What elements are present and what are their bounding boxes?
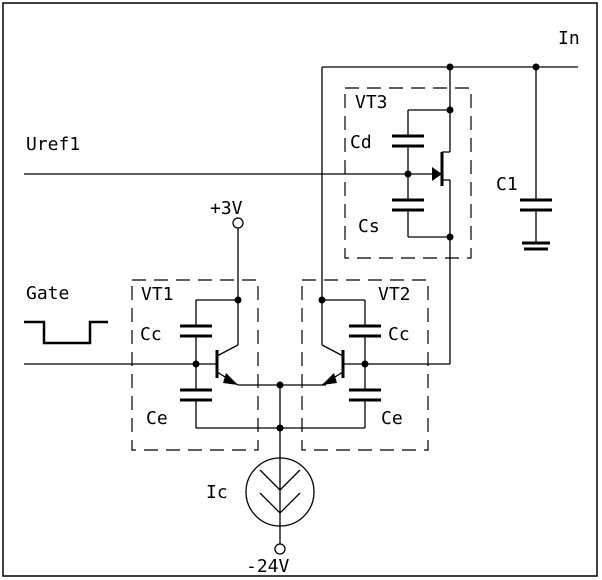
vt1-box [131, 279, 259, 451]
cs-capacitor [392, 198, 424, 237]
label-cd: Cd [350, 132, 372, 153]
label-ic: Ic [206, 482, 228, 503]
label-ce-right: Ce [381, 408, 403, 429]
label-gate: Gate [26, 283, 69, 304]
label-c1: C1 [496, 174, 518, 195]
plus3v-supply [196, 217, 244, 345]
cd-capacitor [392, 110, 424, 200]
vt1-transistor [215, 344, 326, 386]
vt3-transistor [408, 109, 451, 364]
current-source-ic [245, 385, 315, 555]
label-ce-left: Ce [146, 408, 168, 429]
vt2-transistor [321, 299, 450, 386]
label-minus24v: -24V [246, 556, 290, 577]
label-cc-right: Cc [388, 324, 410, 345]
label-cc-left: Cc [140, 324, 162, 345]
label-in: In [558, 28, 580, 49]
label-uref: Uref1 [26, 134, 80, 155]
label-plus3v: +3V [210, 198, 243, 219]
label-vt3: VT3 [355, 92, 388, 113]
junction-dots [192, 63, 540, 432]
label-vt2: VT2 [378, 284, 411, 305]
label-vt1: VT1 [141, 284, 174, 305]
vt3-box [344, 87, 472, 259]
vt2-box [301, 279, 429, 451]
vt2-ce-capacitor [349, 388, 381, 428]
vt2-cc-capacitor [349, 300, 381, 390]
vt1-ce-capacitor [180, 388, 365, 429]
vt1-cc-capacitor [180, 300, 212, 390]
label-cs: Cs [358, 216, 380, 237]
c1-capacitor [520, 198, 552, 251]
gate-pulse-icon [24, 320, 108, 345]
